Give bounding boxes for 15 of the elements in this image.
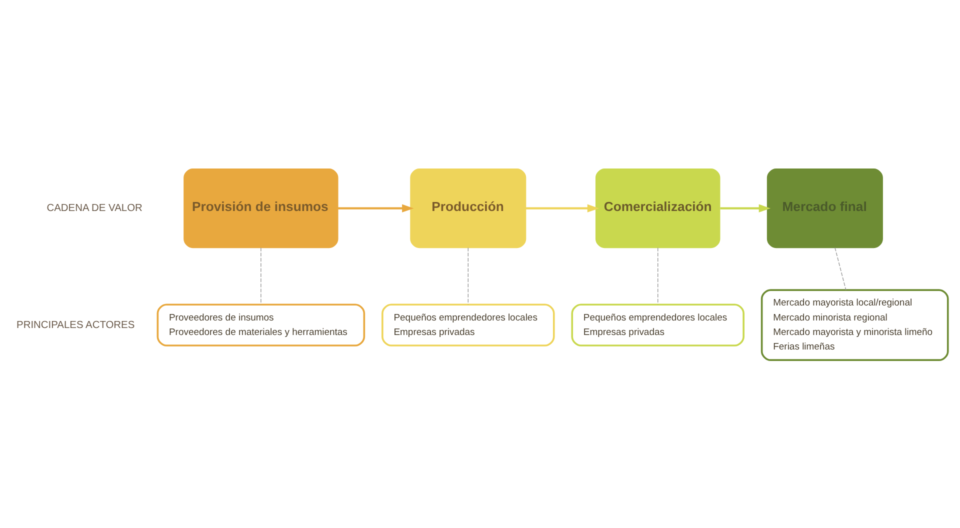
node-box: Producción — [410, 168, 526, 248]
arrow — [526, 204, 600, 212]
node-box: Pequeños emprendedores locales Empresas privadas — [382, 303, 555, 346]
connector — [260, 246, 262, 304]
label: CADENA DE VALOR — [46, 202, 142, 214]
node-box: Comercialización — [595, 168, 720, 248]
node-box: Mercado mayorista local/regional Mercado minorista regional Mercado mayorista y minorista limeño Ferias limeñas — [760, 288, 949, 360]
arrow — [720, 204, 771, 212]
node-box: Provisión de insumos — [184, 168, 338, 248]
connector — [657, 246, 658, 304]
label: PRINCIPALES ACTORES — [16, 319, 135, 330]
connector — [834, 246, 846, 290]
arrow — [338, 204, 414, 212]
node-box: Pequeños emprendedores locales Empresas privadas — [571, 303, 744, 346]
node-box: Proveedores de insumos Proveedores de materiales y herramientas — [156, 303, 366, 346]
